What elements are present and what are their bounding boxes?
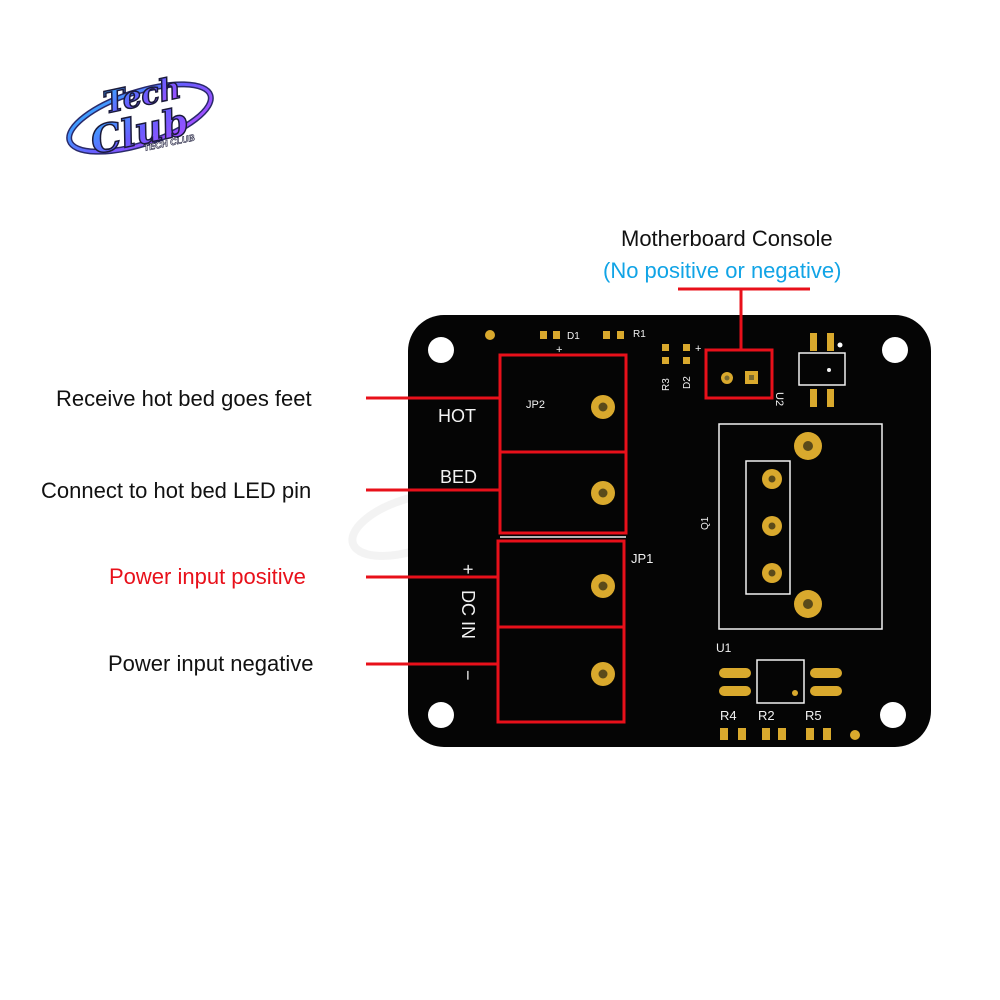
motherboard-console-label: Motherboard Console (621, 226, 833, 251)
hot-bed-feet-label: Receive hot bed goes feet (56, 386, 312, 411)
q1-pads (762, 432, 822, 618)
motherboard-connector (721, 371, 758, 384)
tech-club-logo: Tech Club TECH CLUB (60, 60, 220, 170)
silk-jp1: JP1 (631, 551, 653, 566)
silk-dc-in: DC IN (458, 590, 478, 639)
q1-body-outline (745, 460, 791, 595)
silk-r4: R4 (720, 708, 737, 723)
mounting-holes (428, 337, 908, 728)
motherboard-highlight-box (704, 348, 774, 400)
u2-chip (798, 352, 846, 386)
jp2-bed-terminal (498, 450, 628, 535)
silk-hot: HOT (438, 406, 476, 426)
silk-minus: − (458, 670, 478, 681)
smd-pads (485, 330, 860, 740)
silk-u2: U2 (773, 392, 785, 406)
motherboard-note-label: (No positive or negative) (603, 258, 842, 283)
terminal-blocks (496, 353, 628, 724)
pcb-board (408, 315, 931, 747)
hot-bed-led-label: Connect to hot bed LED pin (41, 478, 312, 503)
q1-heatsink-outline (718, 423, 883, 630)
power-positive-label: Power input positive (109, 564, 306, 589)
silk-r3: R3 (661, 378, 672, 391)
silk-d1-plus: + (556, 344, 562, 356)
leader-lines (366, 287, 810, 666)
terminal-pads (591, 395, 615, 686)
silk-d2: D2 (682, 376, 693, 389)
silk-bed: BED (440, 467, 477, 487)
silk-r5: R5 (805, 708, 822, 723)
silk-jp2: JP2 (526, 399, 545, 411)
silk-u1: U1 (716, 641, 732, 655)
silk-q1: Q1 (700, 516, 711, 530)
u1-chip (719, 659, 842, 704)
silk-r2: R2 (758, 708, 775, 723)
silk-plus: + (458, 564, 478, 575)
silk-d2-plus: + (695, 343, 701, 355)
silk-r1: R1 (633, 329, 646, 340)
power-negative-label: Power input negative (108, 651, 314, 676)
jp1-negative-terminal (496, 625, 626, 724)
silk-d1: D1 (567, 331, 580, 342)
